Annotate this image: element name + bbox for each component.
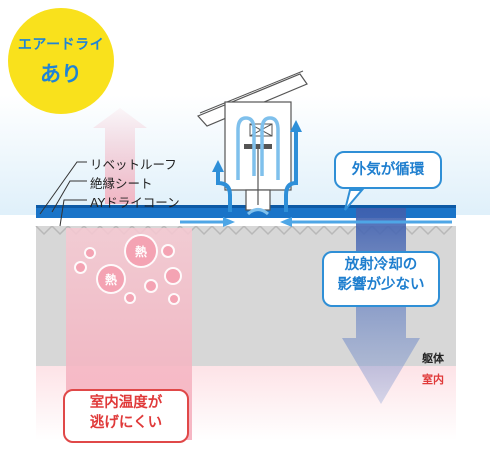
- heat-dot: [126, 294, 134, 302]
- ventilator-icon: [196, 70, 308, 216]
- temperature-line2: 逃げにくい: [89, 415, 163, 431]
- air-dry-badge: エアードライ あり: [8, 8, 114, 114]
- leader-line-1: [39, 161, 87, 215]
- heat-dot: [166, 269, 180, 283]
- layer-label-dry-cone: AYドライコーン: [90, 195, 180, 210]
- radiation-line2: 影響が少ない: [337, 277, 425, 293]
- indoor-label: 室内: [422, 373, 444, 386]
- heat-dot: [86, 249, 94, 257]
- layer-label-insulation-sheet: 絶縁シート: [90, 176, 153, 191]
- heat-bubble: 熱: [126, 236, 156, 266]
- roof-sheet: [36, 207, 456, 218]
- air-circulation-text: 外気が循環: [351, 162, 425, 178]
- heat-dot: [163, 246, 173, 256]
- radiation-callout: 放射冷却の 影響が少ない: [322, 251, 440, 307]
- heat-dot: [76, 263, 85, 272]
- leader-line-3: [59, 199, 87, 227]
- heat-dot: [170, 295, 178, 303]
- heat-bubble: 熱: [98, 266, 124, 292]
- layer-label-rivet-roof: リベットルーフ: [90, 157, 177, 172]
- leader-line-2: [51, 180, 87, 213]
- badge-line2: あり: [40, 62, 82, 86]
- air-circulation-callout: 外気が循環: [334, 151, 442, 189]
- badge-line1: エアードライ: [17, 37, 105, 53]
- temperature-line1: 室内温度が: [89, 395, 163, 411]
- heat-up-arrow: [93, 108, 147, 204]
- temperature-callout: 室内温度が 逃げにくい: [63, 389, 189, 443]
- air-gap: [36, 218, 456, 226]
- heat-dot: [146, 281, 156, 291]
- callout-pointer: [344, 189, 365, 211]
- radiation-line1: 放射冷却の: [344, 257, 418, 273]
- structure-label: 躯体: [422, 352, 444, 365]
